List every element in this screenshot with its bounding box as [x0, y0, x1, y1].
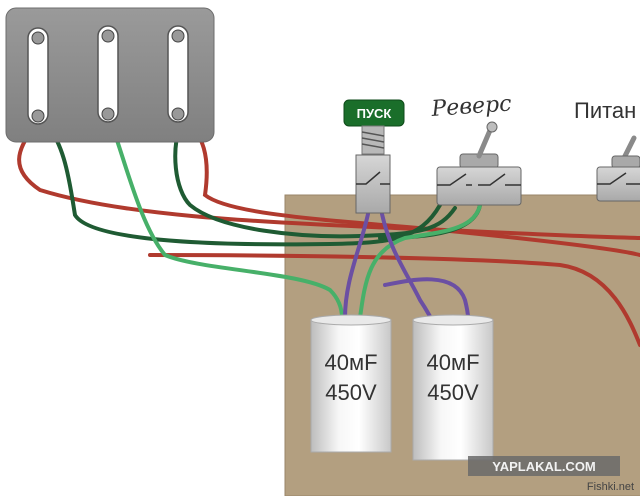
terminal-3: [167, 25, 189, 123]
power-switch-label: Питан: [574, 98, 636, 123]
wire-ltgreen-main: [108, 118, 344, 320]
reverse-switch-label: Реверс: [430, 91, 513, 122]
start-button: ПУСК: [343, 99, 405, 214]
watermark: YAPLAKAL.COM Fishki.net: [468, 456, 634, 493]
capacitor-1-capacitance: 40мF: [324, 350, 377, 375]
start-button-label: ПУСК: [357, 106, 392, 121]
reverse-toggle-switch: [436, 121, 522, 206]
wire-red-left: [17, 120, 640, 240]
capacitor-2-capacitance: 40мF: [426, 350, 479, 375]
capacitor-2: 40мF 450V: [412, 314, 494, 461]
watermark-sub: Fishki.net: [587, 481, 634, 493]
wire-purple-3: [383, 277, 470, 320]
power-toggle-switch: [596, 135, 640, 202]
wire-purple-1: [343, 212, 370, 320]
terminal-1: [27, 27, 49, 125]
terminal-2: [97, 25, 119, 123]
watermark-main: YAPLAKAL.COM: [492, 459, 596, 474]
capacitor-2-voltage: 450V: [427, 380, 479, 405]
terminal-block: [5, 7, 215, 143]
capacitor-1-voltage: 450V: [325, 380, 377, 405]
wire-ltgreen-reverse: [358, 203, 482, 320]
wire-red-right: [178, 118, 640, 257]
wire-dkgreen-right: [173, 118, 457, 239]
capacitor-1: 40мF 450V: [310, 314, 392, 453]
wire-red-board: [148, 253, 640, 347]
